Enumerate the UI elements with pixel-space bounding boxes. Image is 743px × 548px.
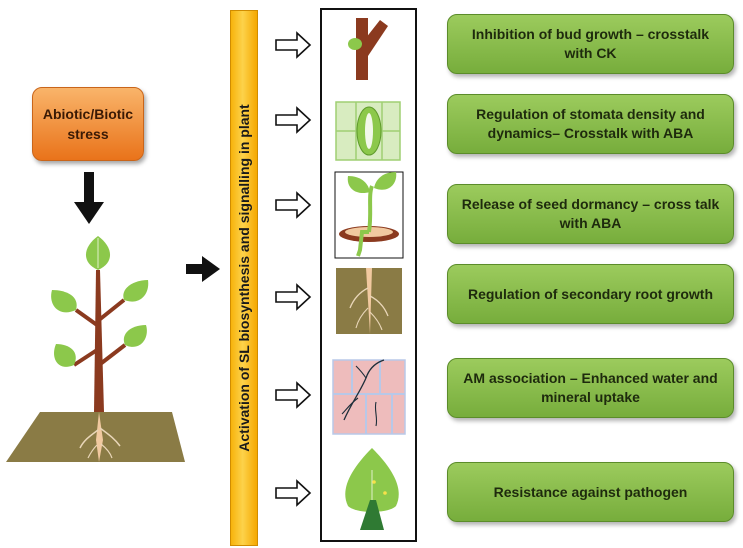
effect-box-root-growth: Regulation of secondary root growth [447,264,734,324]
effect-icons-panel [320,8,417,542]
banner-label: Activation of SL biosynthesis and signal… [236,104,252,452]
hollow-arrow-icon [275,283,312,311]
effect-label: Inhibition of bud growth – crosstalk wit… [471,26,710,61]
effect-label: Regulation of stomata density and dynami… [476,106,705,141]
effect-box-pathogen: Resistance against pathogen [447,462,734,522]
effect-label: Regulation of secondary root growth [467,285,713,302]
hollow-arrow-icon [275,31,312,59]
stress-box: Abiotic/Biotic stress [32,87,144,161]
stress-label: Abiotic/Biotic stress [42,106,134,142]
effect-box-am-association: AM association – Enhanced water and mine… [447,358,734,418]
activation-banner: Activation of SL biosynthesis and signal… [230,10,258,546]
effect-box-seed-dormancy: Release of seed dormancy – cross talk wi… [447,184,734,244]
hollow-arrow-icon [275,479,312,507]
hollow-arrow-icon [275,106,312,134]
effect-label: Release of seed dormancy – cross talk wi… [461,196,720,231]
effect-label: Resistance against pathogen [493,483,688,500]
hollow-arrow-icon [275,381,312,409]
effect-label: AM association – Enhanced water and mine… [463,370,718,405]
effect-box-bud-growth: Inhibition of bud growth – crosstalk wit… [447,14,734,74]
hollow-arrow-icon [275,191,312,219]
effect-box-stomata: Regulation of stomata density and dynami… [447,94,734,154]
